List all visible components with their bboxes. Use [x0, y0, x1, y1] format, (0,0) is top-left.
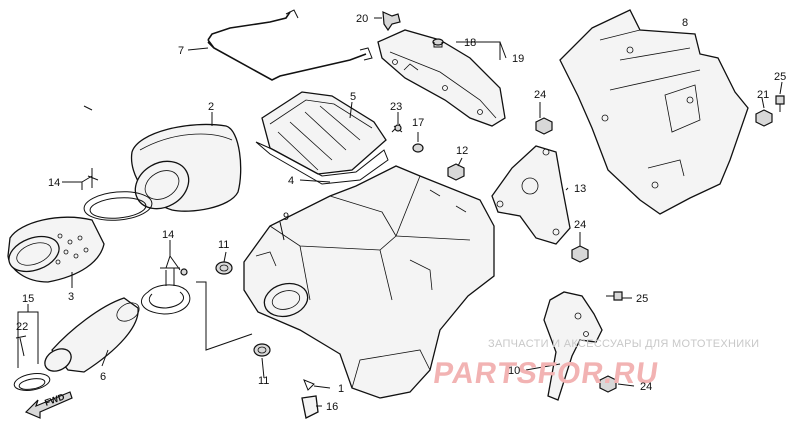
- callout-11-b: 11: [258, 375, 269, 387]
- part-8-side-cover: [559, 9, 749, 215]
- callout-20: 20: [356, 13, 368, 25]
- callout-7: 7: [178, 45, 184, 57]
- callout-16: 16: [326, 401, 338, 413]
- callout-24-a: 24: [534, 89, 546, 101]
- part-15-clamp: [13, 373, 51, 391]
- callout-2: 2: [208, 101, 214, 113]
- callout-3: 3: [68, 291, 74, 303]
- callout-14-lower: 14: [162, 229, 174, 241]
- callout-1: 1: [338, 383, 344, 395]
- callout-12: 12: [456, 145, 468, 157]
- part-13-bracket: [491, 145, 571, 245]
- part-2-round-filter: [130, 123, 242, 212]
- part-20-clip: [382, 11, 401, 32]
- part-24-nut-b: [571, 245, 589, 263]
- part-23-bolt: [391, 123, 403, 133]
- callout-24-c: 24: [640, 381, 652, 393]
- callout-5: 5: [350, 91, 356, 103]
- callout-25-a: 25: [774, 71, 786, 83]
- part-14-clamp-lower: [140, 267, 191, 315]
- part-18-bolt: [432, 38, 444, 48]
- part-3-intake-boot: [7, 216, 105, 283]
- leader-lines: [17, 17, 783, 407]
- fwd-arrow: FWD: [24, 391, 73, 419]
- part-19-cover-plate: [377, 29, 506, 127]
- part-14-clamp-upper: [83, 168, 153, 221]
- part-4-gasket: [255, 141, 389, 185]
- watermark: ЗАПЧАСТИ И АКСЕССУАРЫ ДЛЯ МОТОТЕХНИКИ PA…: [431, 338, 759, 390]
- watermark-logo: PARTSFOR.RU: [431, 357, 661, 390]
- callout-23: 23: [390, 101, 402, 113]
- callout-13: 13: [574, 183, 586, 195]
- part-9-air-cleaner-case: [243, 165, 495, 399]
- watermark-caption: ЗАПЧАСТИ И АКСЕССУАРЫ ДЛЯ МОТОТЕХНИКИ: [488, 338, 759, 350]
- part-12-nut: [447, 163, 465, 181]
- part-24-nut-a: [535, 117, 553, 135]
- callout-18: 18: [464, 37, 476, 49]
- callout-14-upper: 14: [48, 177, 60, 189]
- part-16-drain-plug: [301, 379, 319, 419]
- callout-17: 17: [412, 117, 424, 129]
- part-10-stay: [543, 291, 603, 401]
- callout-4: 4: [288, 175, 294, 187]
- callout-15: 15: [22, 293, 34, 305]
- callout-10: 10: [508, 365, 520, 377]
- callout-19: 19: [512, 53, 524, 65]
- part-6-air-duct: [44, 297, 140, 373]
- callout-9: 9: [283, 211, 289, 223]
- callout-6: 6: [100, 371, 106, 383]
- part-24-nut-c: [599, 375, 617, 393]
- part-7-wire-clamp: [207, 9, 373, 81]
- part-25-bolt-a: [775, 95, 785, 112]
- part-25-bolt-b: [606, 291, 623, 301]
- part-21-nut: [755, 109, 773, 127]
- callout-25-b: 25: [636, 293, 648, 305]
- callout-labels: 7 2 14 4 5 9 18 19 20 23 17 12 24 8 25 2…: [16, 13, 786, 413]
- part-11-grommet-a: [215, 261, 233, 275]
- callout-22: 22: [16, 321, 28, 333]
- callout-24-b: 24: [574, 219, 586, 231]
- callout-8: 8: [682, 17, 688, 29]
- callout-11-a: 11: [218, 239, 229, 251]
- part-17-collar: [412, 143, 424, 153]
- part-11-grommet-b: [253, 343, 271, 357]
- part-5-filter-element: [261, 91, 387, 175]
- callout-21: 21: [757, 89, 769, 101]
